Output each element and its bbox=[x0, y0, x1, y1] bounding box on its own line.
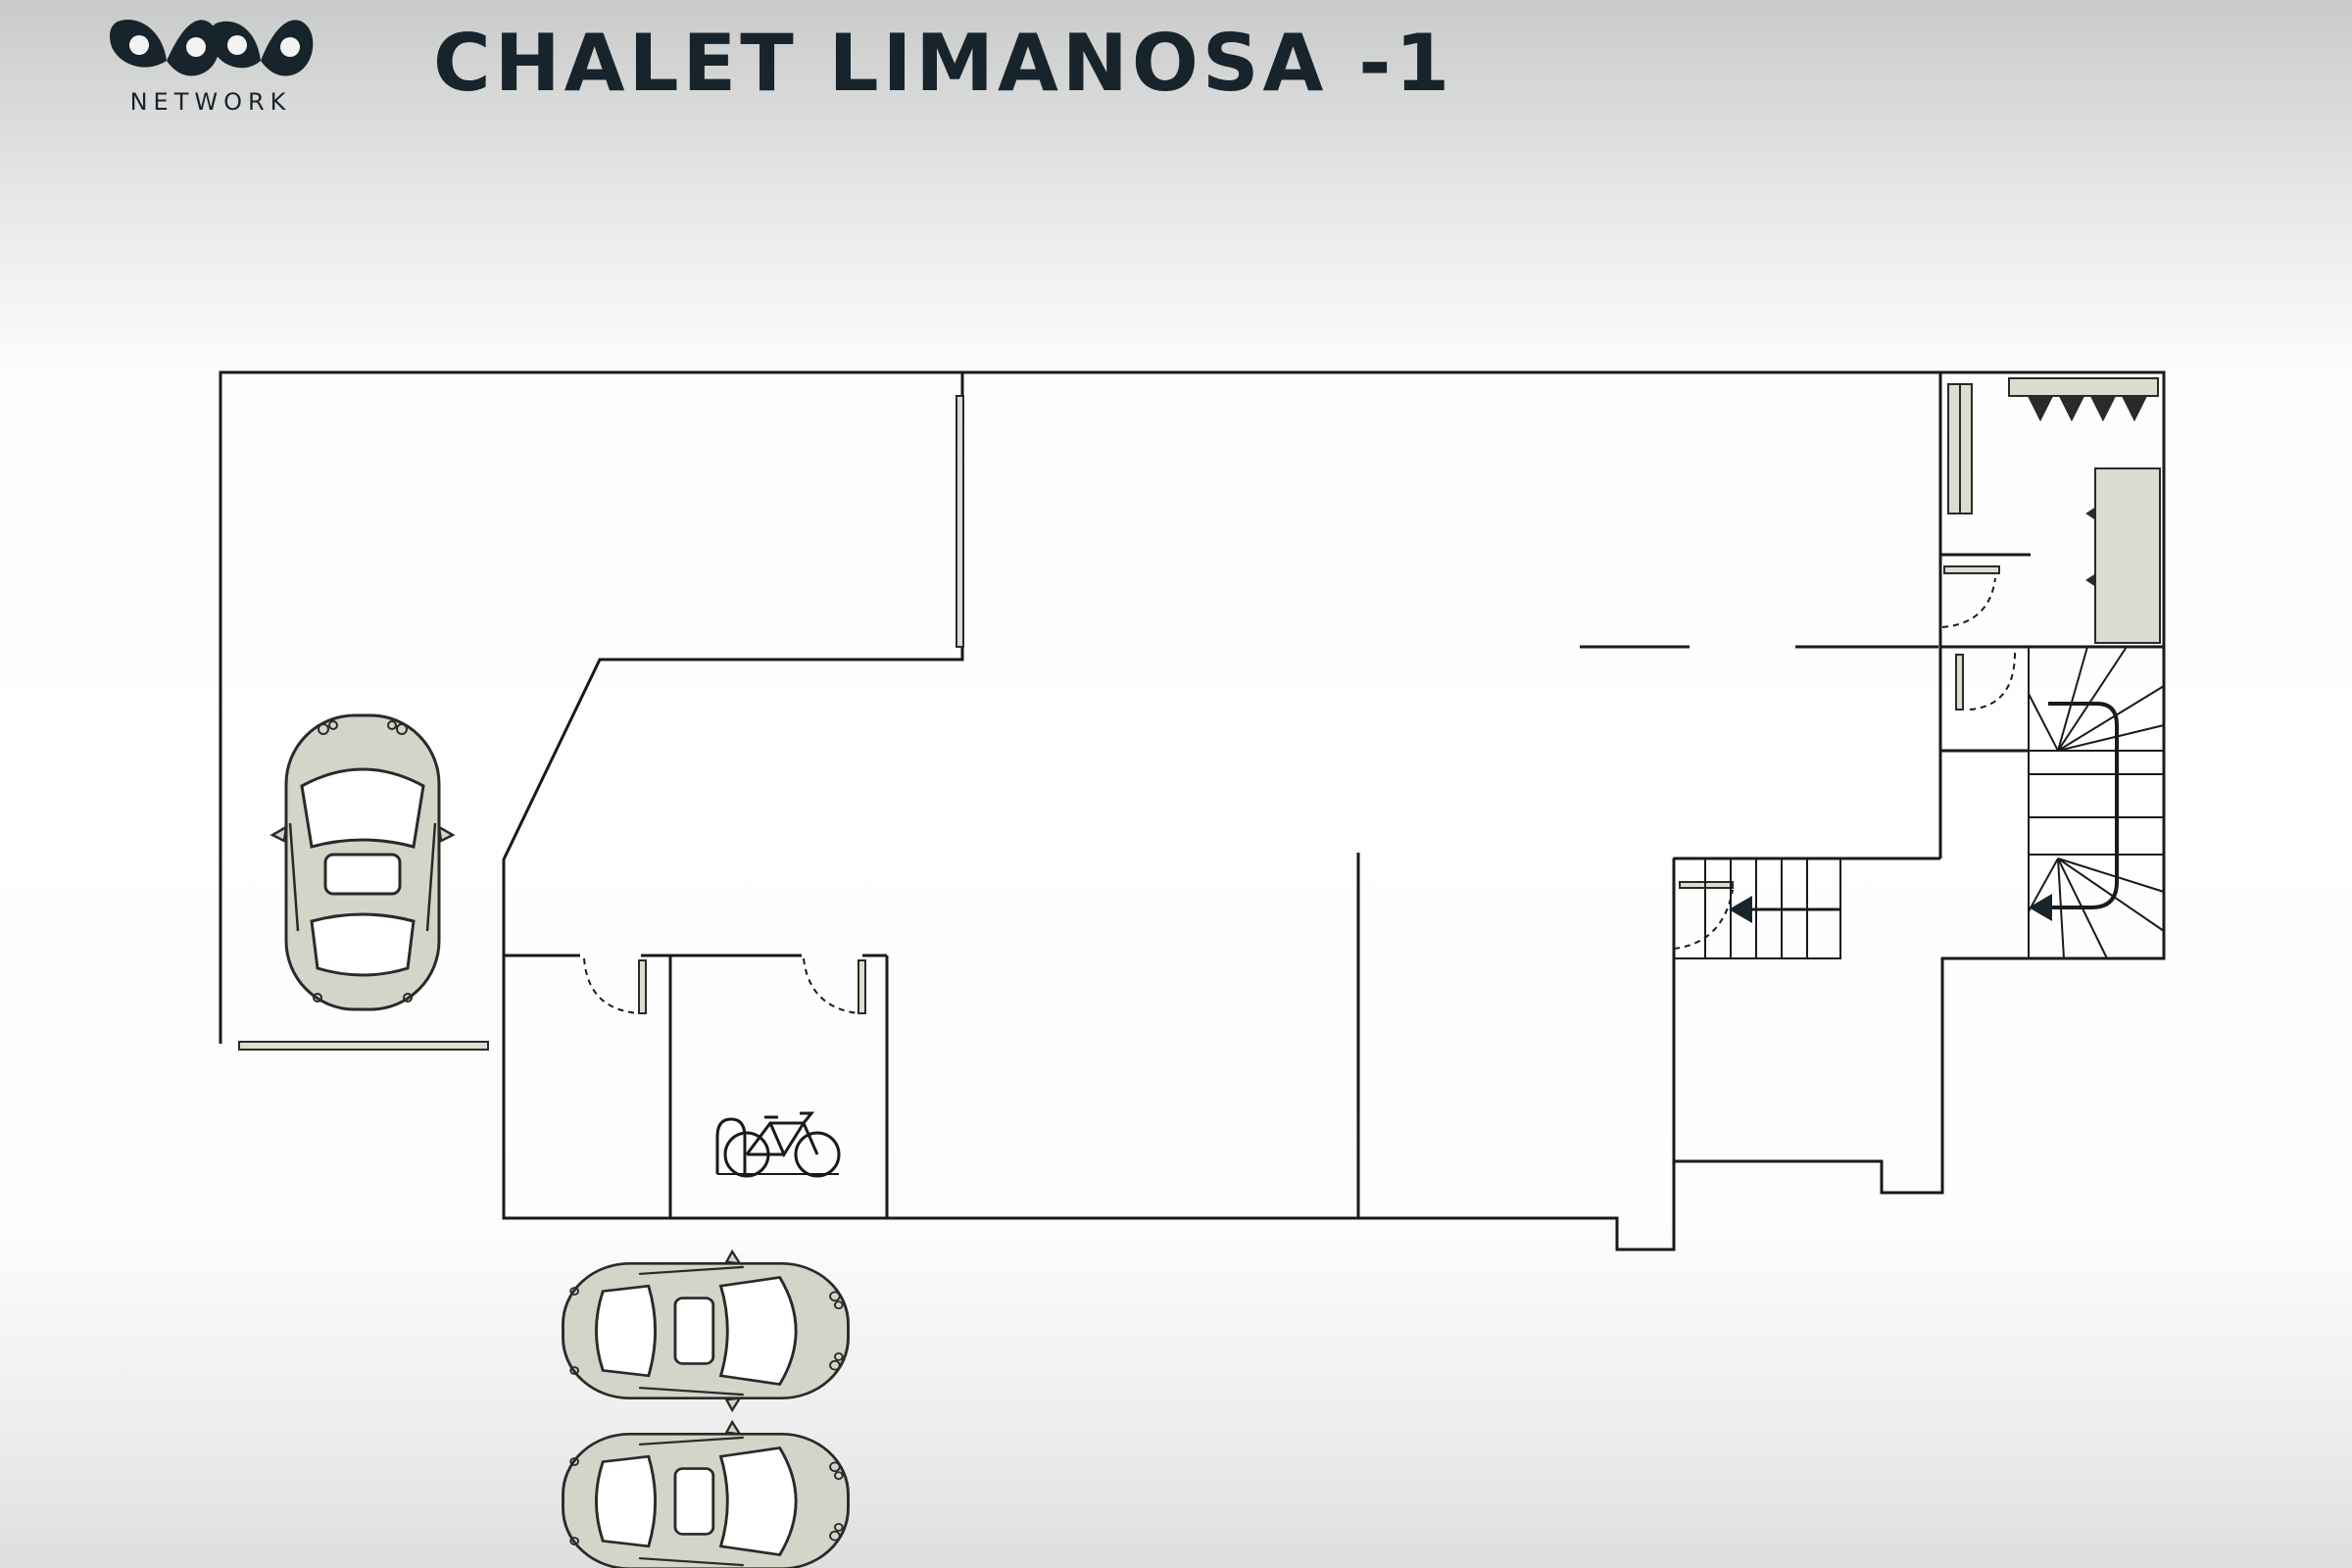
sliding-doors bbox=[238, 395, 2000, 1051]
door-swing-icon bbox=[583, 577, 2016, 1014]
logo-text: NETWORK bbox=[129, 88, 292, 116]
bicycle-icon bbox=[715, 1111, 841, 1178]
straight-staircase bbox=[1673, 858, 1841, 959]
exterior-walls bbox=[219, 370, 2166, 1251]
arrow-left-icon bbox=[1729, 894, 2052, 923]
brand-logo: NETWORK bbox=[98, 10, 323, 127]
interior-walls bbox=[502, 372, 2164, 1218]
car-icon bbox=[270, 713, 850, 1568]
utility-fixtures bbox=[1947, 377, 2161, 644]
staircase-icon bbox=[2028, 646, 2165, 959]
ovo-logo-icon bbox=[110, 19, 314, 76]
page-title: CHALET LIMANOSA -1 bbox=[433, 18, 1454, 109]
